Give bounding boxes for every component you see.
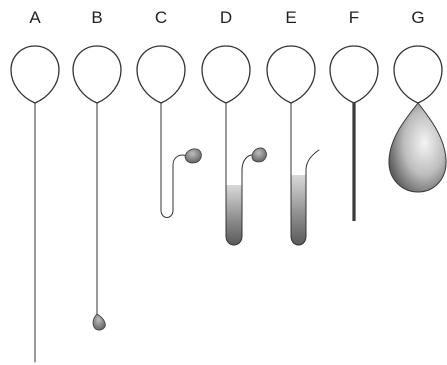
panel-d-bulb: [202, 46, 250, 103]
panel-e-tube-fill: [291, 175, 306, 245]
panel-e-bulb: [267, 46, 315, 103]
panel-c-bulb: [137, 46, 185, 103]
panel-b: [73, 46, 121, 330]
panel-a: [11, 46, 59, 362]
panel-a-bulb: [11, 46, 59, 103]
panel-f: [330, 46, 378, 221]
panel-e: [267, 46, 319, 245]
panel-g-bulb: [394, 46, 442, 103]
panel-b-bulb: [73, 46, 121, 103]
panel-c-bud: [185, 149, 201, 163]
panel-c-tube: [161, 103, 187, 218]
panel-d-tube-fill: [226, 185, 242, 245]
panel-g-drop: [389, 103, 446, 192]
panel-g: [389, 46, 446, 192]
panel-b-droplet: [93, 314, 105, 330]
panel-d: [202, 46, 266, 245]
panel-f-bulb: [330, 46, 378, 103]
panel-d-bud: [252, 148, 266, 162]
panel-c: [137, 46, 201, 218]
